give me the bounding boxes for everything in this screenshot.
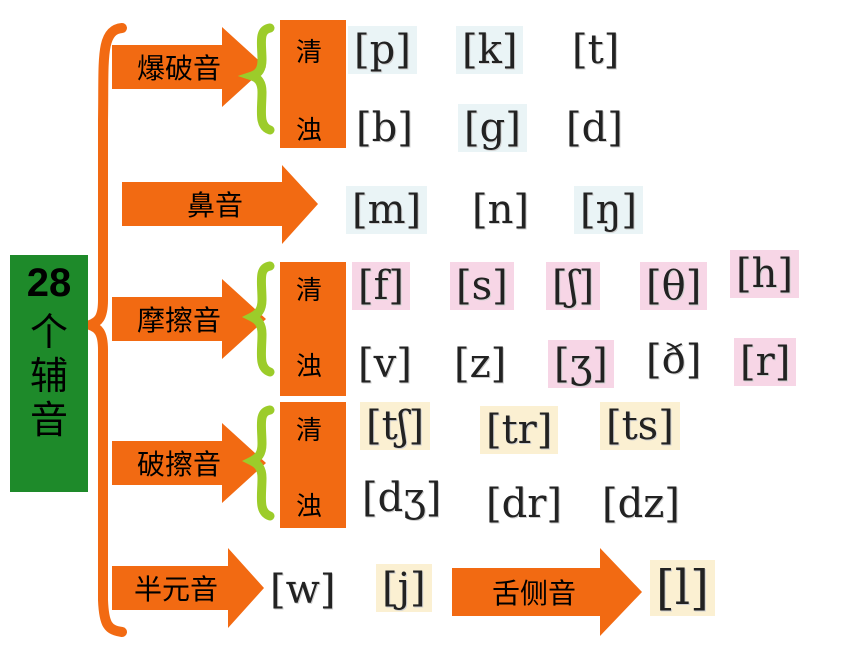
ipa-g: [g] <box>458 104 527 152</box>
label-plosive: 爆破音 <box>136 52 221 85</box>
arrow-semivowel <box>112 548 264 628</box>
ipa-sh: [ʃ] <box>546 262 601 310</box>
ipa-theta: [θ] <box>640 262 708 310</box>
arrow-fricative <box>112 279 266 359</box>
voiceless-label-fricative: 清 <box>296 276 323 306</box>
voiceless-label-plosive: 清 <box>296 38 323 68</box>
ipa-r: [r] <box>734 338 797 386</box>
label-nasal: 鼻音 <box>186 189 243 222</box>
ipa-s: [s] <box>450 262 514 310</box>
ipa-z: [z] <box>454 341 507 387</box>
arrow-lateral <box>452 548 642 636</box>
ipa-dz: [dz] <box>602 481 680 527</box>
ipa-w: [w] <box>270 567 336 613</box>
ipa-k: [k] <box>456 26 524 74</box>
ipa-d: [d] <box>566 105 623 151</box>
ipa-p: [p] <box>348 26 417 74</box>
voice-box-plosive <box>280 20 346 148</box>
title-char-1: 个 <box>29 310 68 354</box>
voiced-label-affricate: 浊 <box>296 492 323 522</box>
title-box: 28 个 辅 音 <box>10 255 88 492</box>
voiced-label-fricative: 浊 <box>296 352 323 382</box>
label-semivowel: 半元音 <box>133 573 218 606</box>
ipa-l: [l] <box>650 560 715 616</box>
ipa-ts: [ts] <box>600 402 680 450</box>
arrow-affricate <box>112 423 266 503</box>
ipa-f: [f] <box>352 262 411 310</box>
label-affricate: 破擦音 <box>136 448 221 481</box>
ipa-n: [n] <box>472 187 529 233</box>
ipa-eth: [ð] <box>646 337 702 383</box>
voice-box-fricative <box>280 262 346 396</box>
ipa-j: [j] <box>376 564 432 612</box>
title-char-3: 音 <box>29 398 68 442</box>
voice-box-affricate <box>280 402 346 528</box>
brace-affricate <box>241 405 275 521</box>
ipa-t: [t] <box>572 27 620 73</box>
label-fricative: 摩擦音 <box>136 304 221 337</box>
ipa-v: [v] <box>358 341 412 387</box>
ipa-dr: [dr] <box>486 481 562 527</box>
title-number: 28 <box>26 261 72 305</box>
ipa-zh: [ʒ] <box>548 340 614 388</box>
voiced-label-plosive: 浊 <box>296 116 323 146</box>
ipa-dzh: [dʒ] <box>362 475 442 521</box>
ipa-b: [b] <box>356 105 413 151</box>
label-lateral: 舌侧音 <box>491 577 576 610</box>
main-brace <box>75 23 127 637</box>
arrow-plosive <box>112 27 266 107</box>
ipa-m: [m] <box>346 186 428 234</box>
ipa-tr: [tr] <box>480 406 559 454</box>
ipa-tsh: [tʃ] <box>360 402 431 450</box>
title-char-2: 辅 <box>29 354 68 398</box>
brace-fricative <box>241 261 275 377</box>
arrow-nasal <box>122 165 318 244</box>
ipa-ng: [ŋ] <box>574 186 643 234</box>
voiceless-label-affricate: 清 <box>296 416 323 446</box>
brace-plosive <box>237 23 275 135</box>
ipa-h: [h] <box>730 250 799 298</box>
